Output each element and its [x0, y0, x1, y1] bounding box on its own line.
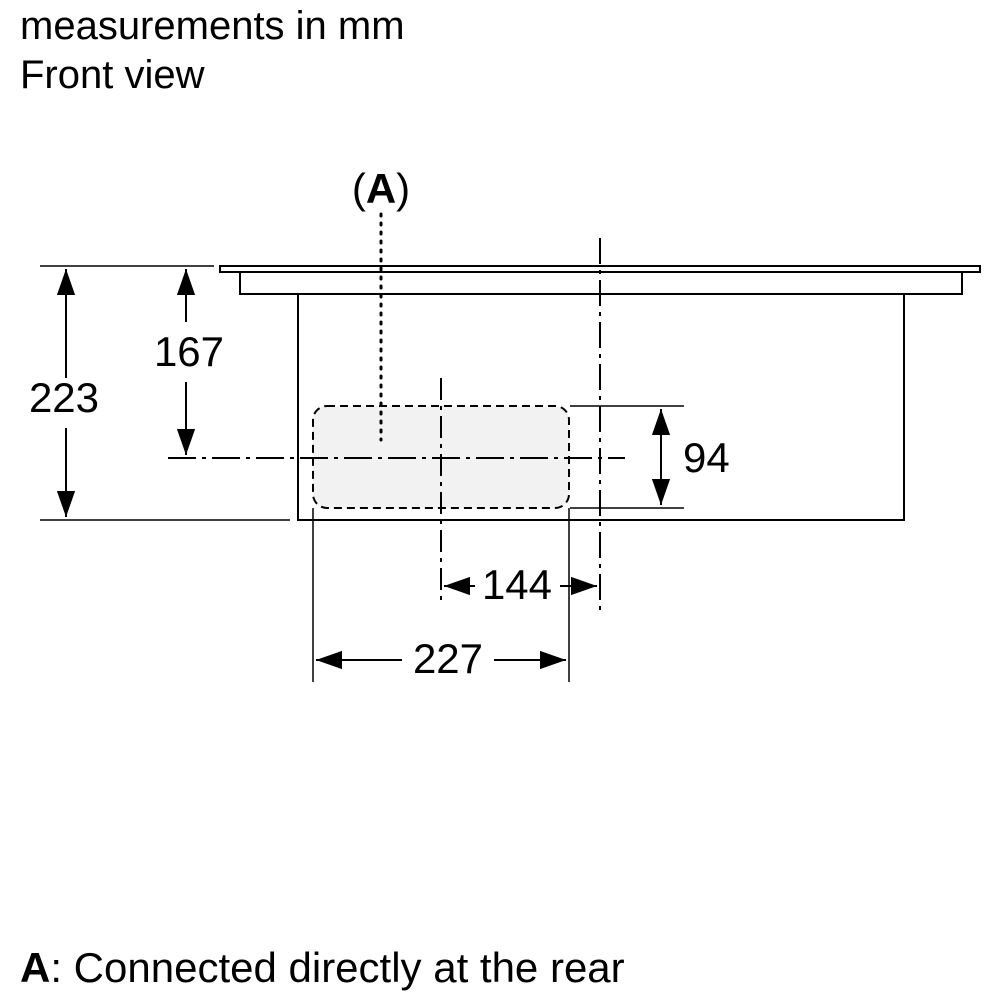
dimension-lines	[56, 269, 671, 670]
extension-lines	[40, 265, 684, 682]
dim-223-label: 223	[29, 374, 99, 421]
dim-227-label: 227	[413, 635, 483, 682]
center-lines	[168, 238, 625, 614]
callout-a: (A)	[352, 165, 410, 212]
hob-housing	[297, 294, 905, 521]
dim-167-label: 167	[154, 328, 224, 375]
measurements-unit-label: measurements in mm	[20, 4, 405, 48]
legend-note: A: Connected directly at the rear	[20, 947, 625, 989]
dim-144-label: 144	[482, 561, 552, 608]
legend-key: A	[20, 944, 51, 991]
dim-94-label: 94	[683, 434, 730, 481]
legend-text: : Connected directly at the rear	[50, 944, 625, 991]
view-label: Front view	[20, 53, 205, 97]
